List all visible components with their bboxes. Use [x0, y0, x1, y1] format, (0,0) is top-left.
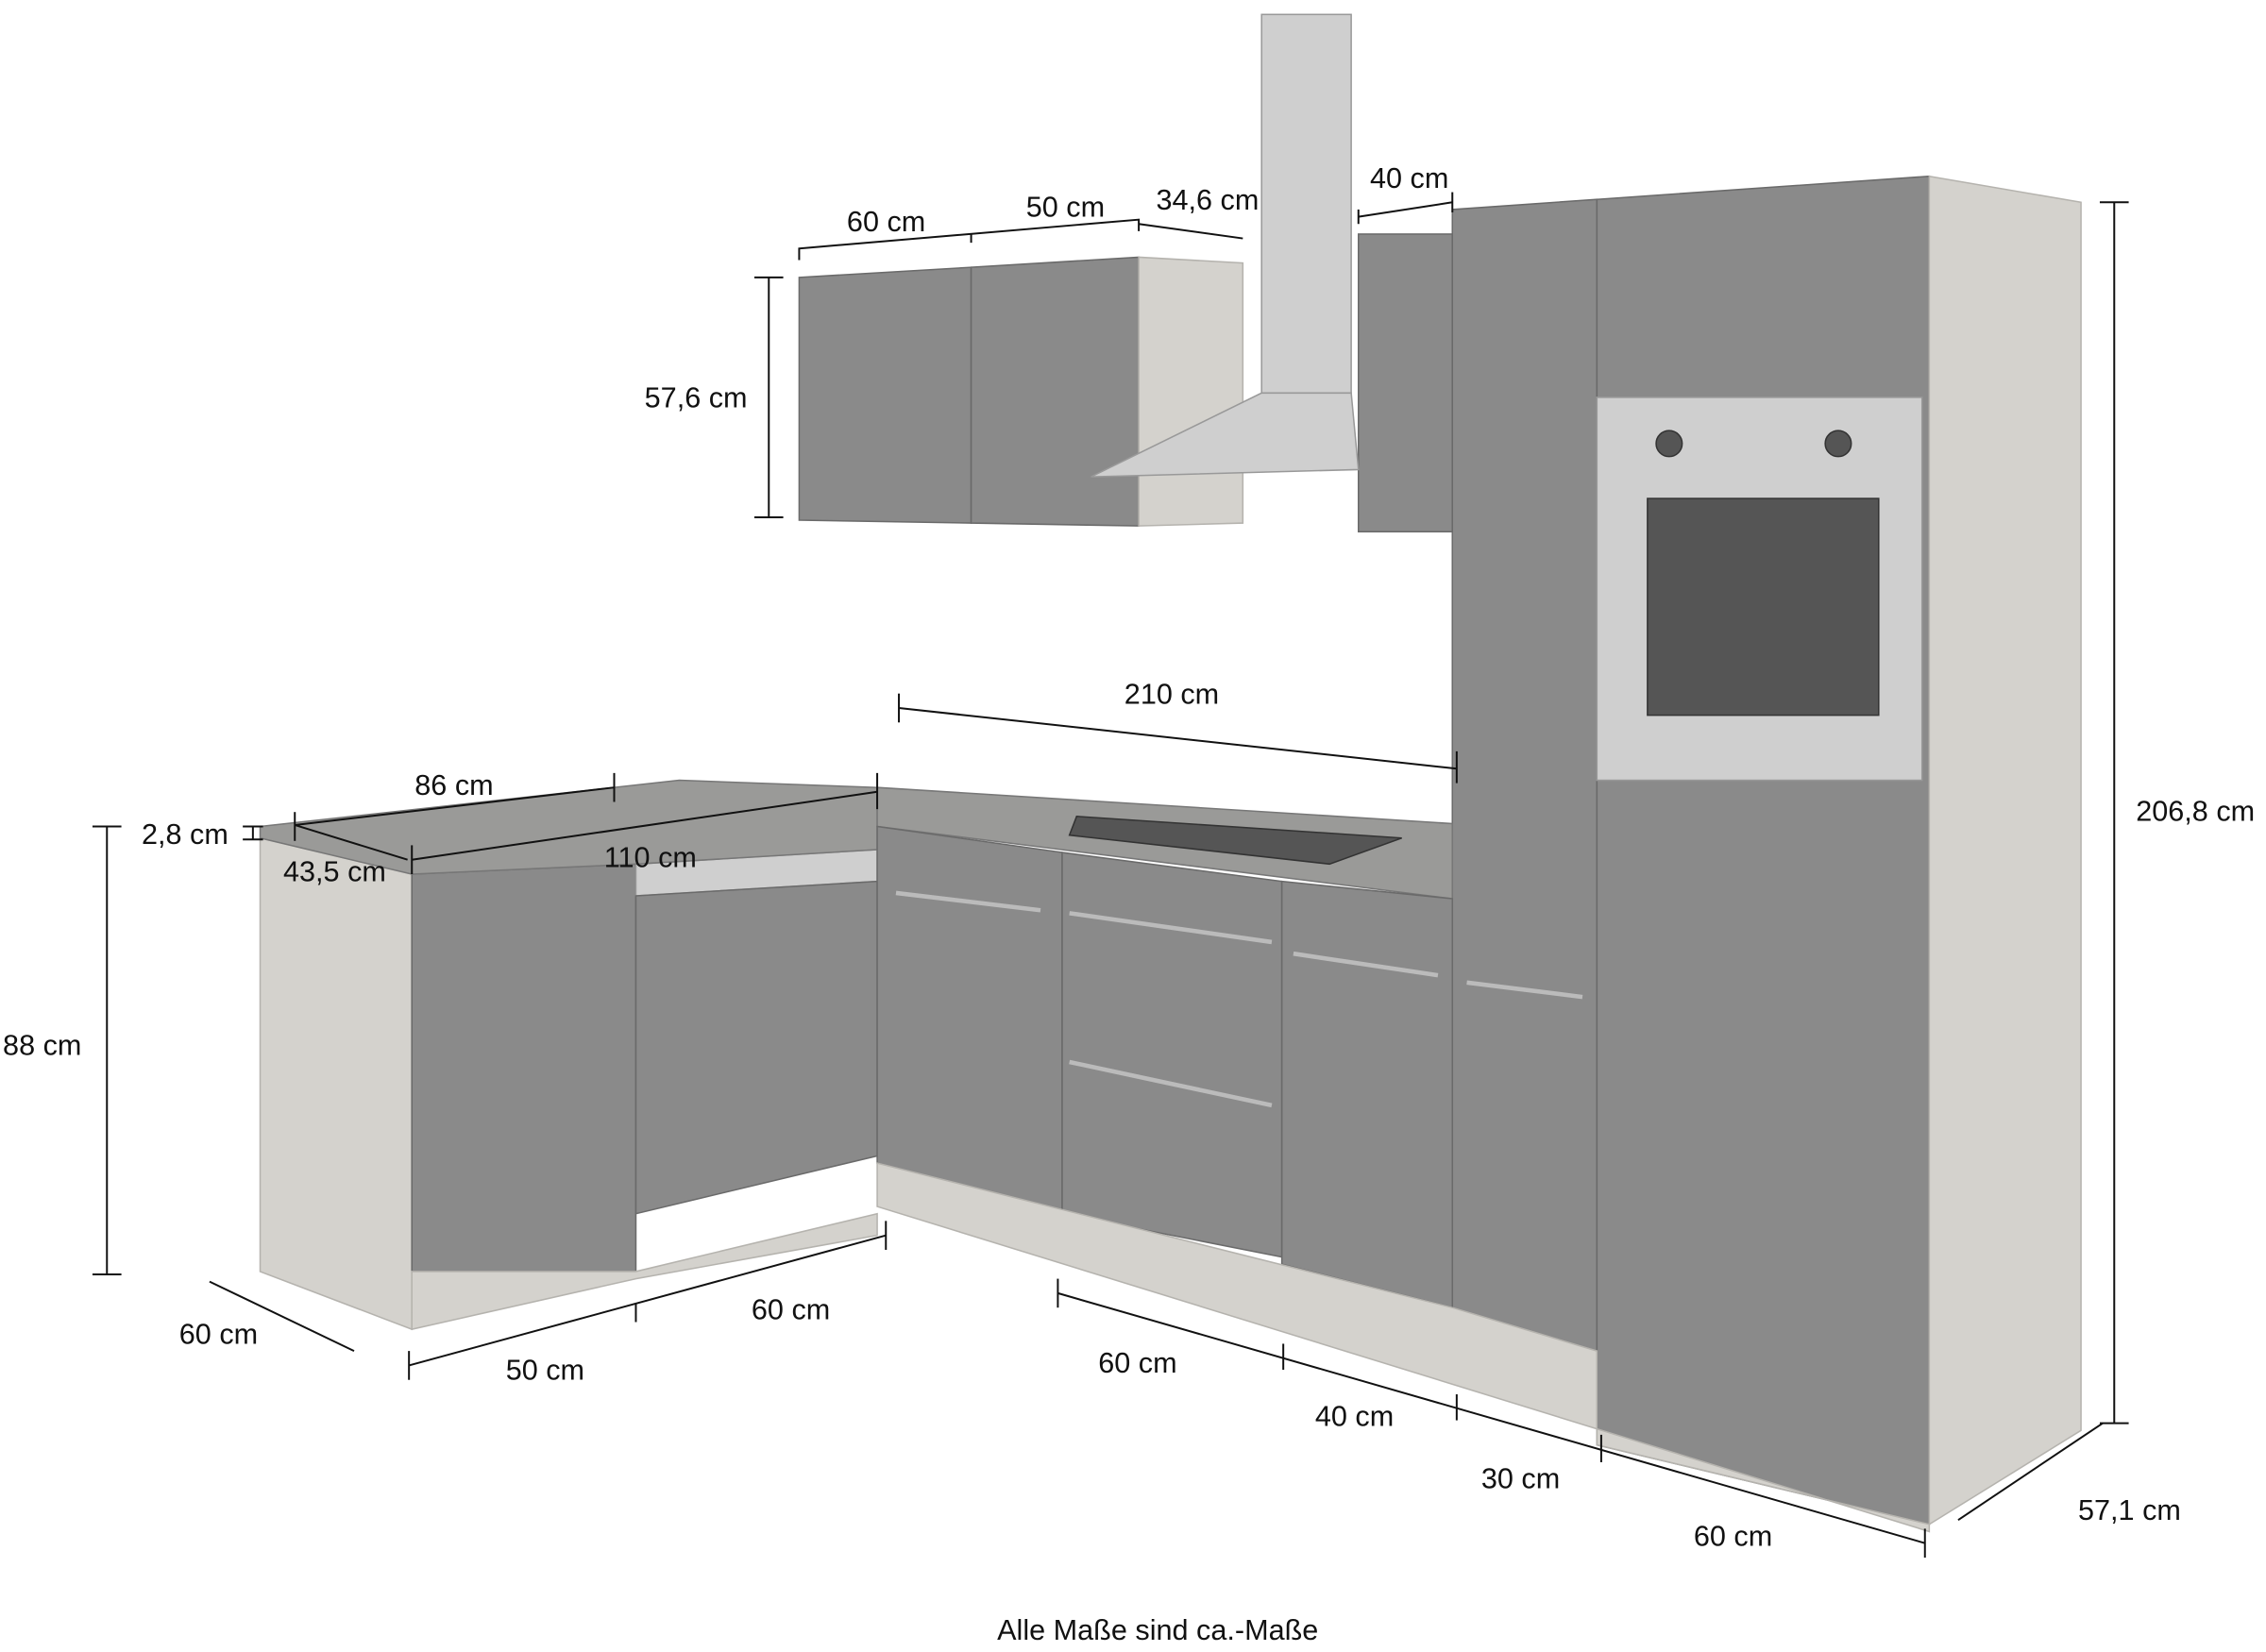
tall-cabinets — [1451, 175, 2082, 1526]
oven-knob — [1655, 430, 1683, 458]
extractor-hood — [1091, 13, 1360, 478]
label-countertop-thickness: 2,8 cm — [142, 818, 228, 851]
label-sink-width: 86 cm — [414, 769, 493, 801]
label-left-width-2: 60 cm — [752, 1293, 830, 1325]
label-right-width-4: 60 cm — [1694, 1521, 1772, 1553]
label-tall-height: 206,8 cm — [2136, 795, 2255, 827]
label-sink-depth: 43,5 cm — [283, 856, 386, 888]
label-upper-height: 57,6 cm — [645, 382, 748, 414]
label-upper-width-1: 60 cm — [847, 206, 925, 238]
label-upper-width-3: 40 cm — [1370, 162, 1448, 194]
oven-knob — [1824, 430, 1852, 458]
label-upper-depth: 34,6 cm — [1156, 184, 1259, 216]
base-cabinets-left — [259, 779, 878, 1331]
cooktop — [1068, 815, 1402, 866]
base-cabinets-right — [876, 786, 1931, 1533]
label-base-depth-left: 60 cm — [179, 1318, 258, 1350]
label-left-width-1: 50 cm — [506, 1355, 584, 1387]
label-countertop-left: 110 cm — [604, 841, 697, 873]
label-upper-width-2: 50 cm — [1026, 192, 1105, 224]
dimension-lines — [92, 192, 2129, 1558]
label-tall-depth: 57,1 cm — [2078, 1494, 2181, 1526]
label-countertop-right: 210 cm — [1125, 678, 1219, 710]
footnote: Alle Maße sind ca.-Maße — [997, 1614, 1318, 1646]
upper-cabinets — [798, 233, 1454, 533]
label-right-width-2: 40 cm — [1315, 1401, 1394, 1433]
label-right-width-1: 60 cm — [1098, 1347, 1176, 1379]
label-right-width-3: 30 cm — [1481, 1463, 1560, 1495]
oven-window — [1647, 497, 1880, 716]
label-base-height: 88 cm — [3, 1029, 81, 1061]
dimension-labels: 60 cm 50 cm 34,6 cm 40 cm 57,6 cm 210 cm… — [3, 162, 2255, 1646]
